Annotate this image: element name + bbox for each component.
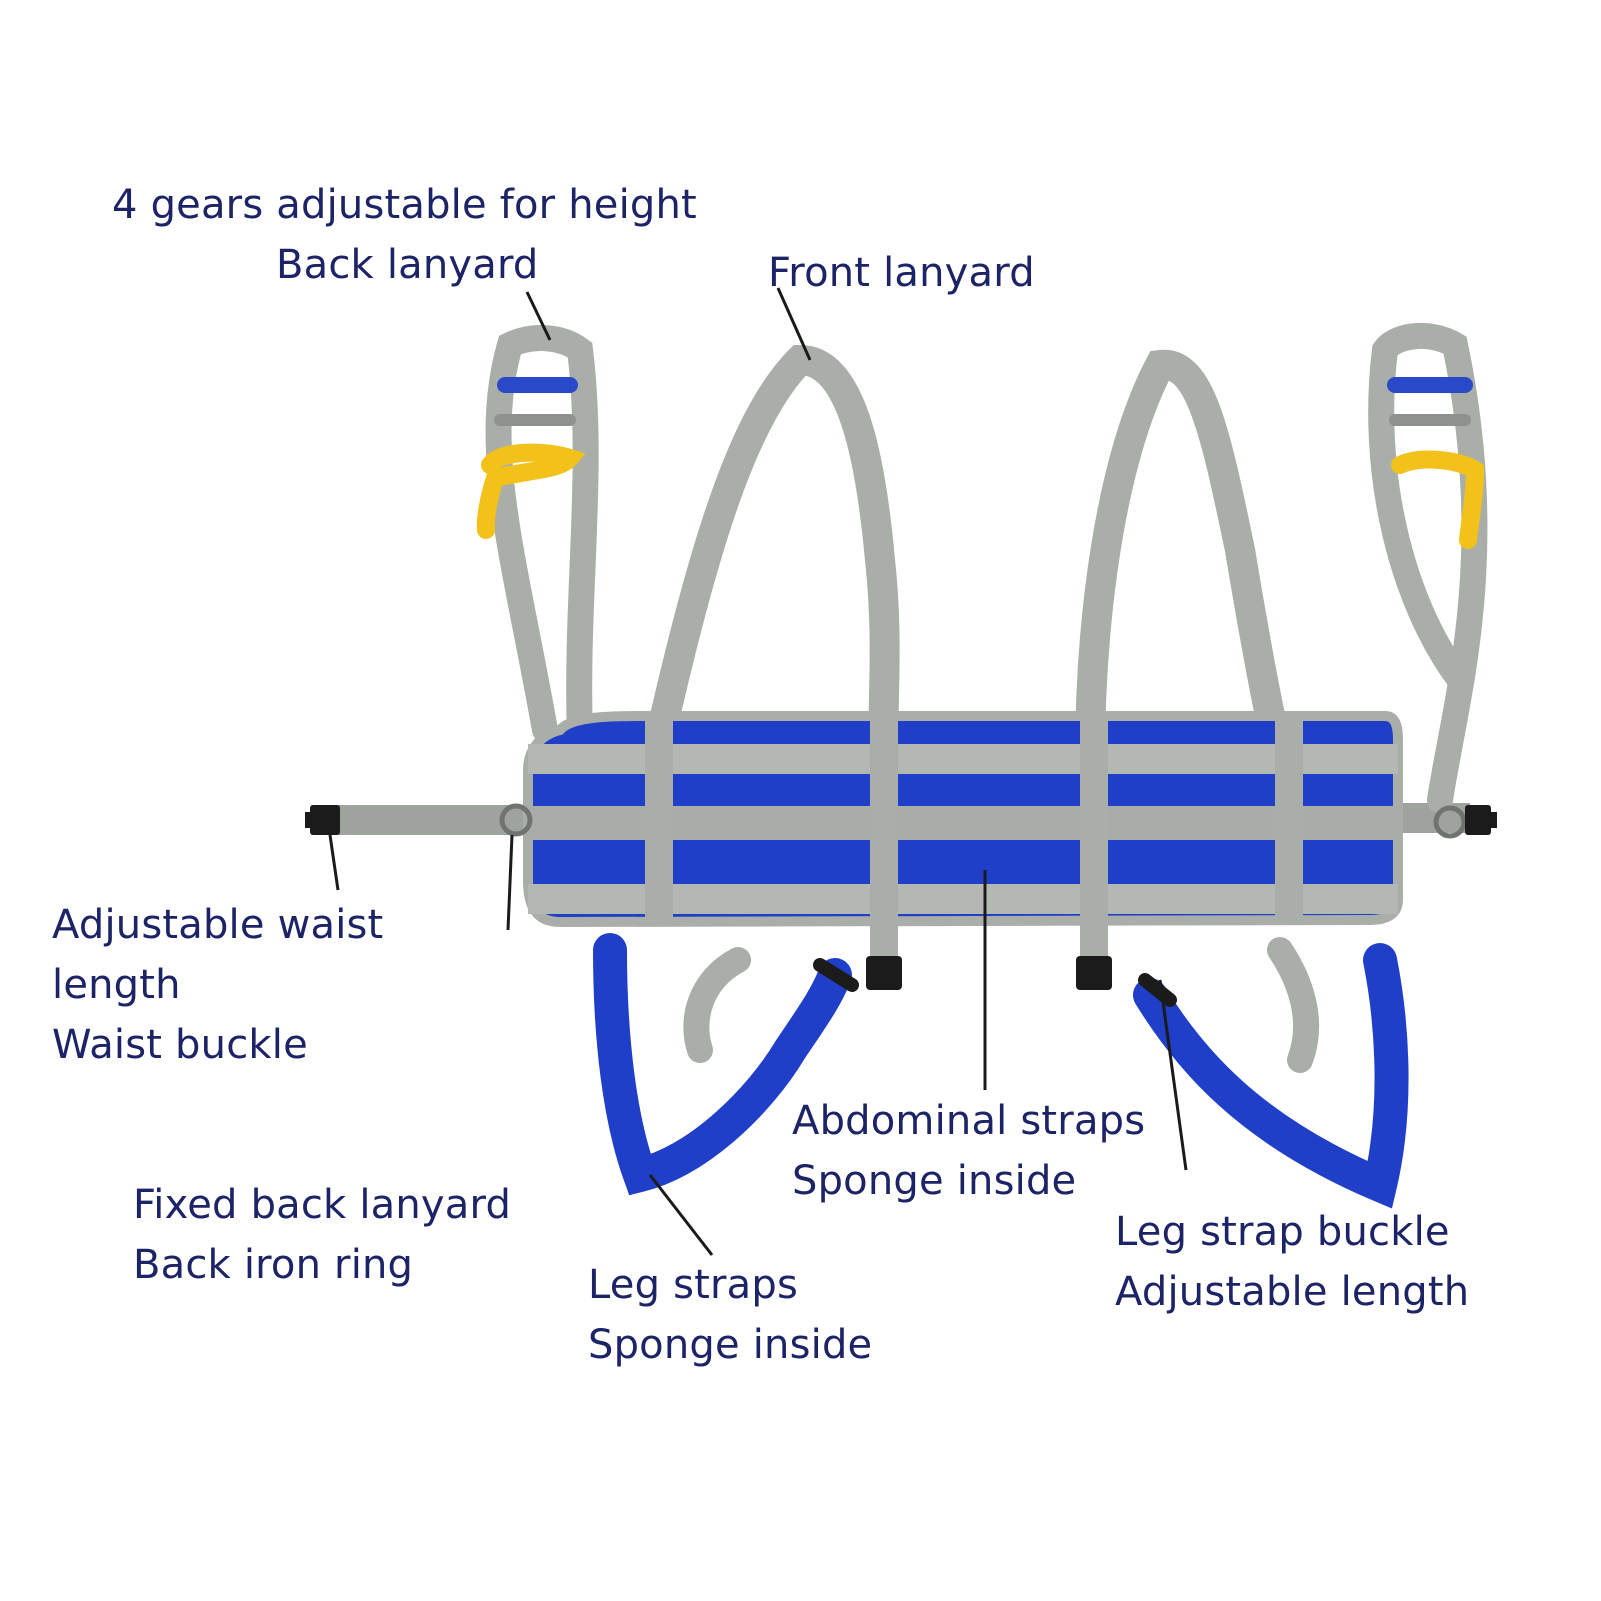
label-waist-line1: Adjustable waist <box>52 902 384 948</box>
label-height-gears-line1: 4 gears adjustable for height <box>112 182 697 228</box>
front-lanyard-right <box>1075 349 1295 775</box>
yellow-handle-right <box>1391 450 1485 549</box>
label-leg-straps-line2: Sponge inside <box>588 1322 873 1368</box>
leader-back-ring <box>506 834 514 931</box>
waist-pad <box>499 711 1467 928</box>
label-waist: Adjustable waist length Waist buckle <box>52 895 383 1075</box>
label-leg-straps-line1: Leg straps <box>588 1262 799 1308</box>
abdominal-strap-left <box>866 922 902 990</box>
label-height-gears-line2: Back lanyard <box>276 242 539 288</box>
label-fixed-back: Fixed back lanyard Back iron ring <box>133 1175 511 1295</box>
leader-lines <box>328 287 1188 1256</box>
back-lanyard-left <box>476 325 599 748</box>
label-abdominal: Abdominal straps Sponge inside <box>792 1091 1145 1211</box>
waist-buckle-right <box>1465 805 1497 835</box>
patient-lift-sling <box>305 322 1497 1209</box>
label-leg-straps: Leg straps Sponge inside <box>588 1255 872 1375</box>
leg-strap-left <box>593 933 859 1196</box>
yellow-handle-left <box>476 443 586 539</box>
label-waist-line2: length <box>52 962 181 1008</box>
label-front-lanyard-line1: Front lanyard <box>768 250 1035 296</box>
label-leg-buckle-line1: Leg strap buckle <box>1115 1209 1450 1255</box>
leader-front-lanyard <box>776 287 812 361</box>
label-abdominal-line1: Abdominal straps <box>792 1098 1146 1144</box>
abdominal-strap-right <box>1076 922 1112 990</box>
label-leg-buckle-line2: Adjustable length <box>1115 1269 1470 1315</box>
back-lanyard-right <box>1368 322 1488 813</box>
label-fixed-back-line2: Back iron ring <box>133 1242 414 1288</box>
waist-buckle-left <box>305 805 340 835</box>
leader-back-lanyard <box>525 291 552 341</box>
leg-strap-right <box>1133 937 1409 1209</box>
front-lanyard-left <box>640 344 900 775</box>
label-leg-buckle: Leg strap buckle Adjustable length <box>1115 1202 1469 1322</box>
leader-waist-buckle <box>328 834 340 891</box>
label-waist-line3: Waist buckle <box>52 1022 308 1068</box>
label-front-lanyard: Front lanyard <box>768 243 1035 303</box>
iron-ring-left <box>499 803 533 837</box>
iron-ring-right <box>1433 805 1467 839</box>
label-abdominal-line2: Sponge inside <box>792 1158 1077 1204</box>
leader-leg-buckle <box>1158 979 1188 1171</box>
leader-leg-straps <box>648 1174 714 1256</box>
label-height-gears: 4 gears adjustable for height Back lanya… <box>112 175 697 295</box>
label-fixed-back-line1: Fixed back lanyard <box>133 1182 512 1228</box>
